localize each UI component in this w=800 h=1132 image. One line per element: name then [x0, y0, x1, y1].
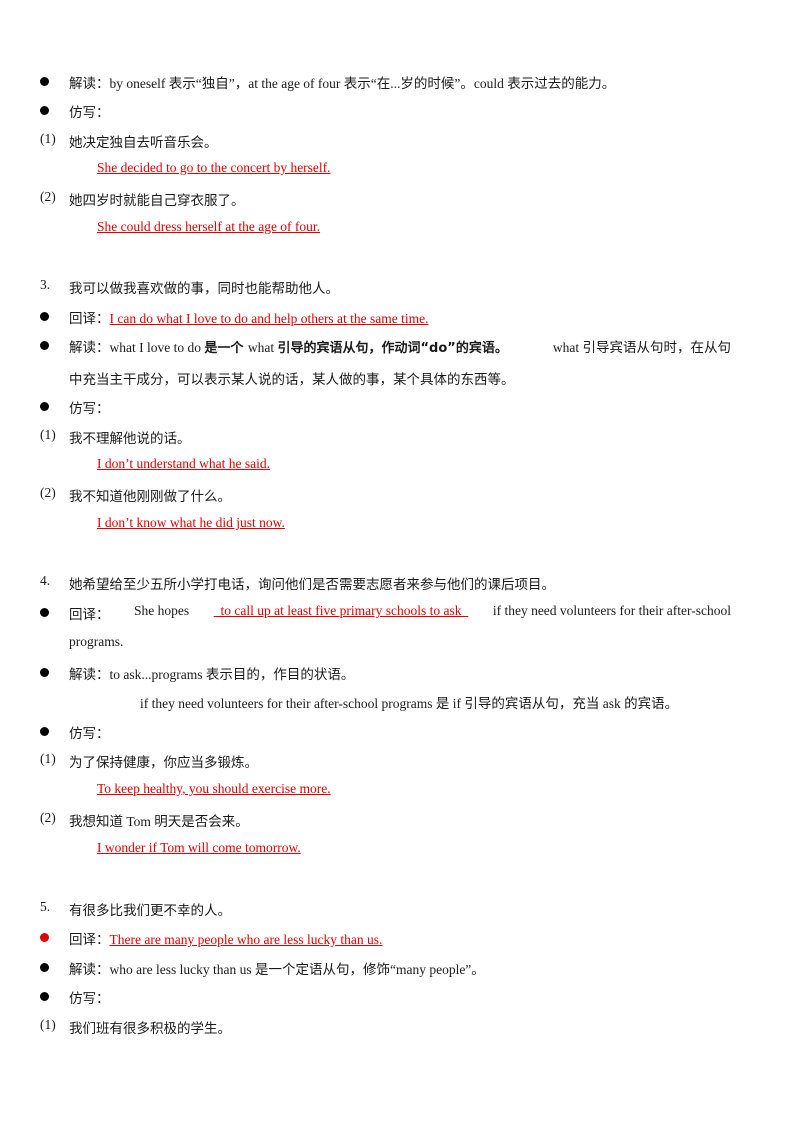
imitation-label: 仿写：	[69, 991, 110, 1006]
question-heading: 3. 我可以做我喜欢做的事，同时也能帮助他人。	[0, 277, 800, 297]
exercise-item: (2) 她四岁时就能自己穿衣服了。	[0, 189, 800, 209]
question-text: 我可以做我喜欢做的事，同时也能帮助他人。	[69, 281, 339, 296]
explanation-line: 解读：what I love to do 是一个 what 引导的宾语从句，作动…	[0, 336, 800, 356]
imitation-heading: 仿写：	[0, 101, 800, 121]
back-translation-line: 回译：There are many people who are less lu…	[0, 928, 800, 948]
bullet-icon	[40, 933, 49, 942]
item-number: (2)	[40, 485, 56, 500]
explanation-label: 解读：	[69, 962, 110, 977]
bullet-icon	[40, 727, 49, 736]
item-number: (2)	[40, 189, 56, 204]
item-prompt: 她四岁时就能自己穿衣服了。	[69, 193, 245, 208]
answer-text: to call up at least five primary schools…	[213, 603, 469, 618]
answer-text: I can do what I love to do and help othe…	[109, 311, 429, 326]
imitation-heading: 仿写：	[0, 397, 800, 417]
item-number: (1)	[40, 1017, 56, 1032]
bullet-icon	[40, 341, 49, 350]
bullet-icon	[40, 106, 49, 115]
explanation-line: 解读：to ask...programs 表示目的，作目的状语。	[0, 663, 800, 683]
answer-text: She decided to go to the concert by hers…	[97, 160, 331, 175]
question-text: 有很多比我们更不幸的人。	[69, 903, 231, 918]
bullet-icon	[40, 608, 49, 617]
explanation-text: what 引导宾语从句时，在从句	[552, 340, 731, 355]
imitation-label: 仿写：	[69, 105, 110, 120]
answer-text: I don’t know what he did just now.	[97, 515, 285, 530]
answer-text: I wonder if Tom will come tomorrow.	[97, 840, 301, 855]
back-translation-label: 回译：	[69, 311, 110, 326]
answer-text: I don’t understand what he said.	[97, 456, 270, 471]
answer-text: She could dress herself at the age of fo…	[97, 219, 321, 234]
back-translation-line: 回译：I can do what I love to do and help o…	[0, 307, 800, 327]
answer-text: To keep healthy, you should exercise mor…	[97, 781, 331, 796]
explanation-text: what I love to do	[109, 340, 205, 355]
explanation-text: what	[247, 340, 278, 355]
item-number: (1)	[40, 131, 56, 146]
answer-line: I wonder if Tom will come tomorrow.	[0, 840, 800, 860]
bullet-icon	[40, 668, 49, 677]
explanation-emphasis: 是一个	[204, 341, 248, 356]
back-translation-label: 回译：	[69, 607, 110, 622]
explanation-line: 解读：who are less lucky than us 是一个定语从句，修饰…	[0, 958, 800, 978]
imitation-heading: 仿写：	[0, 987, 800, 1007]
explanation-text: who are less lucky than us 是一个定语从句，修饰“ma…	[109, 962, 485, 977]
explanation-label: 解读：	[69, 76, 110, 91]
question-heading: 5. 有很多比我们更不幸的人。	[0, 899, 800, 919]
item-prompt: 她决定独自去听音乐会。	[69, 135, 218, 150]
imitation-label: 仿写：	[69, 401, 110, 416]
item-prompt: 我不知道他刚刚做了什么。	[69, 489, 231, 504]
explanation-continuation: 中充当主干成分，可以表示某人说的话，某人做的事，某个具体的东西等。	[0, 368, 800, 388]
explanation-emphasis: 引导的宾语从句，作动词“do”的宾语。	[277, 341, 508, 356]
explanation-text: 中充当主干成分，可以表示某人说的话，某人做的事，某个具体的东西等。	[69, 372, 515, 387]
answer-line: To keep healthy, you should exercise mor…	[0, 781, 800, 801]
sentence-text: She hopes	[134, 603, 190, 618]
sentence-text: programs.	[69, 634, 124, 649]
bullet-icon	[40, 312, 49, 321]
exercise-item: (2) 我不知道他刚刚做了什么。	[0, 485, 800, 505]
question-text: 她希望给至少五所小学打电话，询问他们是否需要志愿者来参与他们的课后项目。	[69, 577, 555, 592]
item-number: (1)	[40, 427, 56, 442]
exercise-item: (1) 我不理解他说的话。	[0, 427, 800, 447]
bullet-icon	[40, 992, 49, 1001]
item-number: (2)	[40, 810, 56, 825]
question-number: 4.	[40, 573, 51, 588]
answer-line: I don’t know what he did just now.	[0, 515, 800, 535]
item-prompt: 我不理解他说的话。	[69, 431, 191, 446]
back-translation-label: 回译：	[69, 932, 110, 947]
explanation-continuation: if they need volunteers for their after-…	[0, 692, 800, 712]
answer-text: There are many people who are less lucky…	[109, 932, 383, 947]
explanation-text: if they need volunteers for their after-…	[140, 696, 679, 711]
imitation-label: 仿写：	[69, 726, 110, 741]
explanation-line: 解读：by oneself 表示“独自”，at the age of four …	[0, 72, 800, 92]
explanation-text: by oneself 表示“独自”，at the age of four 表示“…	[109, 76, 616, 91]
bullet-icon	[40, 77, 49, 86]
item-prompt: 我们班有很多积极的学生。	[69, 1021, 231, 1036]
sentence-text: if they need volunteers for their after-…	[492, 603, 731, 618]
explanation-label: 解读：	[69, 340, 110, 355]
imitation-heading: 仿写：	[0, 722, 800, 742]
item-prompt: 为了保持健康，你应当多锻炼。	[69, 755, 258, 770]
exercise-item: (1) 为了保持健康，你应当多锻炼。	[0, 751, 800, 771]
exercise-item: (1) 我们班有很多积极的学生。	[0, 1017, 800, 1037]
explanation-label: 解读：	[69, 667, 110, 682]
question-number: 5.	[40, 899, 51, 914]
question-heading: 4. 她希望给至少五所小学打电话，询问他们是否需要志愿者来参与他们的课后项目。	[0, 573, 800, 593]
back-translation-line: 回译： She hopes to call up at least five p…	[0, 603, 800, 623]
answer-line: I don’t understand what he said.	[0, 456, 800, 476]
question-number: 3.	[40, 277, 51, 292]
answer-line: She decided to go to the concert by hers…	[0, 160, 800, 180]
explanation-text: to ask...programs 表示目的，作目的状语。	[109, 667, 355, 682]
answer-line: She could dress herself at the age of fo…	[0, 219, 800, 239]
exercise-item: (1) 她决定独自去听音乐会。	[0, 131, 800, 151]
exercise-item: (2) 我想知道 Tom 明天是否会来。	[0, 810, 800, 830]
bullet-icon	[40, 963, 49, 972]
item-prompt: 我想知道 Tom 明天是否会来。	[69, 814, 249, 829]
item-number: (1)	[40, 751, 56, 766]
sentence-continuation: programs.	[0, 634, 800, 654]
bullet-icon	[40, 402, 49, 411]
